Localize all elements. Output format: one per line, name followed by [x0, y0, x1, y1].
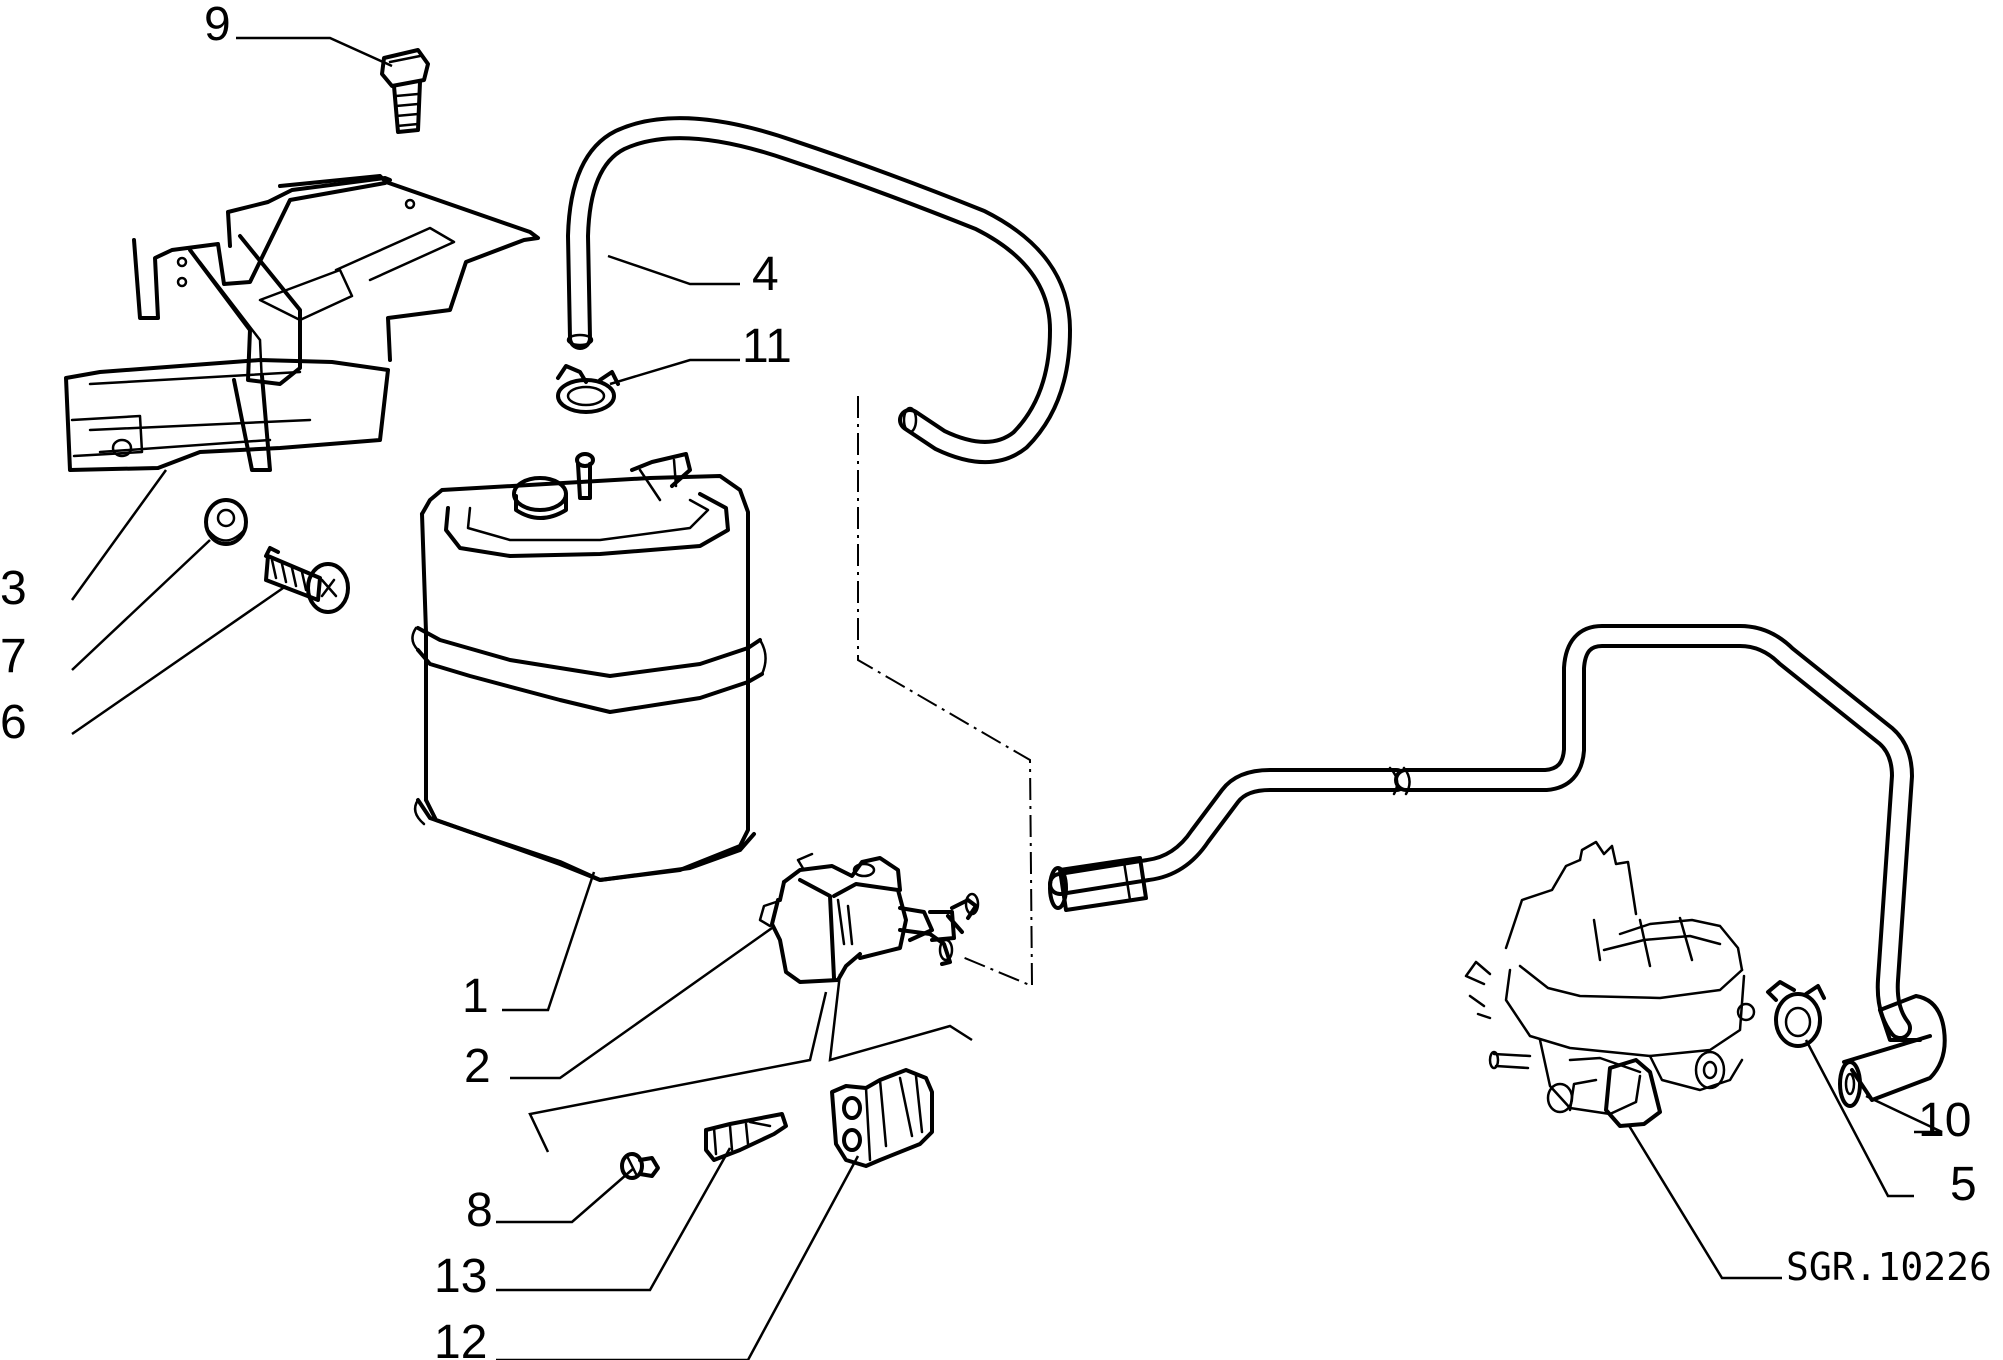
reference-code: SGR.10226 [1786, 1245, 1992, 1289]
assembly-line [857, 396, 1034, 988]
callout-6: 6 [0, 696, 27, 749]
callout-9: 9 [204, 0, 231, 51]
connector-group-bracket [528, 973, 973, 1153]
part-6-screw [264, 546, 350, 614]
purge-hose-line [1048, 624, 1914, 1040]
part-3-bracket [64, 174, 540, 472]
callout-4: 4 [752, 248, 779, 301]
callout-11: 11 [742, 320, 792, 373]
part-7-washer [204, 498, 248, 546]
part-2-solenoid-valve [758, 852, 980, 984]
callout-1: 1 [462, 970, 489, 1023]
callout-8: 8 [466, 1184, 493, 1237]
part-11-clamp [556, 364, 620, 414]
part-8-pin [620, 1152, 660, 1180]
callout-2: 2 [464, 1040, 491, 1093]
callout-5: 5 [1950, 1158, 1977, 1211]
callout-7: 7 [0, 630, 27, 683]
part-13-terminal [704, 1112, 788, 1162]
callout-3: 3 [0, 562, 27, 615]
part-4-hose [566, 116, 1072, 464]
leader-lines [70, 36, 1943, 1360]
callout-12: 12 [434, 1316, 487, 1360]
throttle-body [1464, 840, 1756, 1128]
part-10-elbow-hose [1838, 994, 1947, 1108]
callout-10: 10 [1918, 1094, 1971, 1147]
part-1-canister [411, 452, 767, 882]
part-5-clamp [1766, 980, 1826, 1048]
part-12-connector-housing [830, 1068, 934, 1168]
callout-13: 13 [434, 1250, 487, 1303]
part-9-bolt [380, 48, 430, 134]
